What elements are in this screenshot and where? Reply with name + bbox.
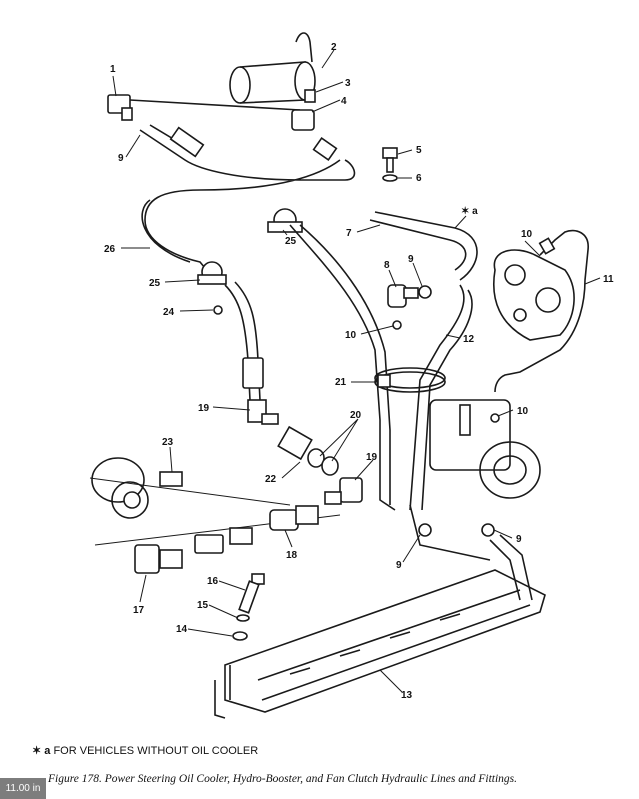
footnote-marker: ✶ a bbox=[32, 745, 51, 757]
bolt-5 bbox=[382, 147, 398, 182]
callout-6: 6 bbox=[416, 173, 422, 184]
adapter-set-20-22 bbox=[277, 425, 339, 476]
clamp-9-upper bbox=[418, 285, 432, 299]
callout-21: 21 bbox=[335, 377, 347, 388]
fittings-3-4 bbox=[291, 89, 338, 162]
callout-7: 7 bbox=[346, 228, 352, 239]
clamp-9-right bbox=[481, 523, 495, 537]
washer-10-right bbox=[490, 413, 500, 423]
figure-caption: Figure 178. Power Steering Oil Cooler, H… bbox=[48, 773, 518, 785]
band-clamp-21 bbox=[374, 367, 446, 393]
callout-9-lower-right: 9 bbox=[516, 534, 522, 545]
hose-12 bbox=[409, 284, 473, 511]
callout-3: 3 bbox=[345, 78, 351, 89]
callout-15: 15 bbox=[197, 600, 209, 611]
callout-25-upper: 25 bbox=[285, 236, 297, 247]
hose-a bbox=[369, 211, 478, 281]
tee-fitting-19-left bbox=[247, 399, 279, 425]
hydro-booster bbox=[429, 399, 541, 499]
callout-16: 16 bbox=[207, 576, 219, 587]
bolt-16 bbox=[238, 573, 265, 614]
leader-lines bbox=[112, 49, 601, 693]
coupler-17-18 bbox=[94, 505, 341, 574]
callout-a: ✶ a bbox=[461, 206, 478, 217]
callout-18: 18 bbox=[286, 550, 298, 561]
callout-9-left-top: 9 bbox=[118, 153, 124, 164]
fan-clutch-motor bbox=[493, 229, 589, 393]
callout-13: 13 bbox=[401, 690, 413, 701]
callout-4: 4 bbox=[341, 96, 347, 107]
callout-10-right: 10 bbox=[517, 406, 529, 417]
callout-23: 23 bbox=[162, 437, 174, 448]
clamp-25-upper bbox=[267, 208, 303, 233]
nut-24 bbox=[213, 305, 223, 315]
elbow-fitting-1 bbox=[107, 94, 133, 121]
washer-14 bbox=[232, 631, 248, 641]
reservoir-assembly bbox=[129, 32, 316, 111]
footnote: ✶ a FOR VEHICLES WITHOUT OIL COOLER bbox=[32, 744, 258, 757]
callout-10-center: 10 bbox=[345, 330, 357, 341]
callout-19-right: 19 bbox=[366, 452, 378, 463]
hose-sleeve-upper bbox=[169, 126, 205, 158]
parts-diagram: 1 2 3 4 5 6 7 8 9 9 9 9 10 10 10 11 12 1… bbox=[89, 32, 614, 719]
callout-12: 12 bbox=[463, 334, 475, 345]
elbow-fitting-8 bbox=[387, 284, 419, 308]
tee-fitting-19-right bbox=[324, 477, 363, 505]
callout-9-upper: 9 bbox=[408, 254, 414, 265]
clamp-9-left bbox=[418, 523, 432, 537]
callout-5: 5 bbox=[416, 145, 422, 156]
callout-19-left: 19 bbox=[198, 403, 210, 414]
callout-10-upper-right: 10 bbox=[521, 229, 533, 240]
clamp-25-lower bbox=[197, 261, 227, 285]
oil-cooler-13 bbox=[214, 504, 546, 719]
callout-14: 14 bbox=[176, 624, 188, 635]
callout-20: 20 bbox=[350, 410, 362, 421]
scale-badge: 11.00 in bbox=[0, 778, 46, 799]
footnote-text: FOR VEHICLES WITHOUT OIL COOLER bbox=[53, 745, 259, 757]
callout-8: 8 bbox=[384, 260, 390, 271]
washer-10-upper bbox=[392, 320, 402, 330]
hose-7 bbox=[289, 224, 396, 511]
callout-24: 24 bbox=[163, 307, 175, 318]
callout-11: 11 bbox=[603, 274, 614, 285]
washer-15 bbox=[236, 614, 250, 622]
callout-1: 1 bbox=[110, 64, 116, 75]
callout-22: 22 bbox=[265, 474, 277, 485]
callout-25-lower: 25 bbox=[149, 278, 161, 289]
callout-9-lower-left: 9 bbox=[396, 560, 402, 571]
ferrule-24 bbox=[242, 357, 264, 389]
callout-2: 2 bbox=[331, 42, 337, 53]
callout-26: 26 bbox=[104, 244, 116, 255]
fitting-23-assembly bbox=[89, 457, 291, 519]
callout-17: 17 bbox=[133, 605, 145, 616]
